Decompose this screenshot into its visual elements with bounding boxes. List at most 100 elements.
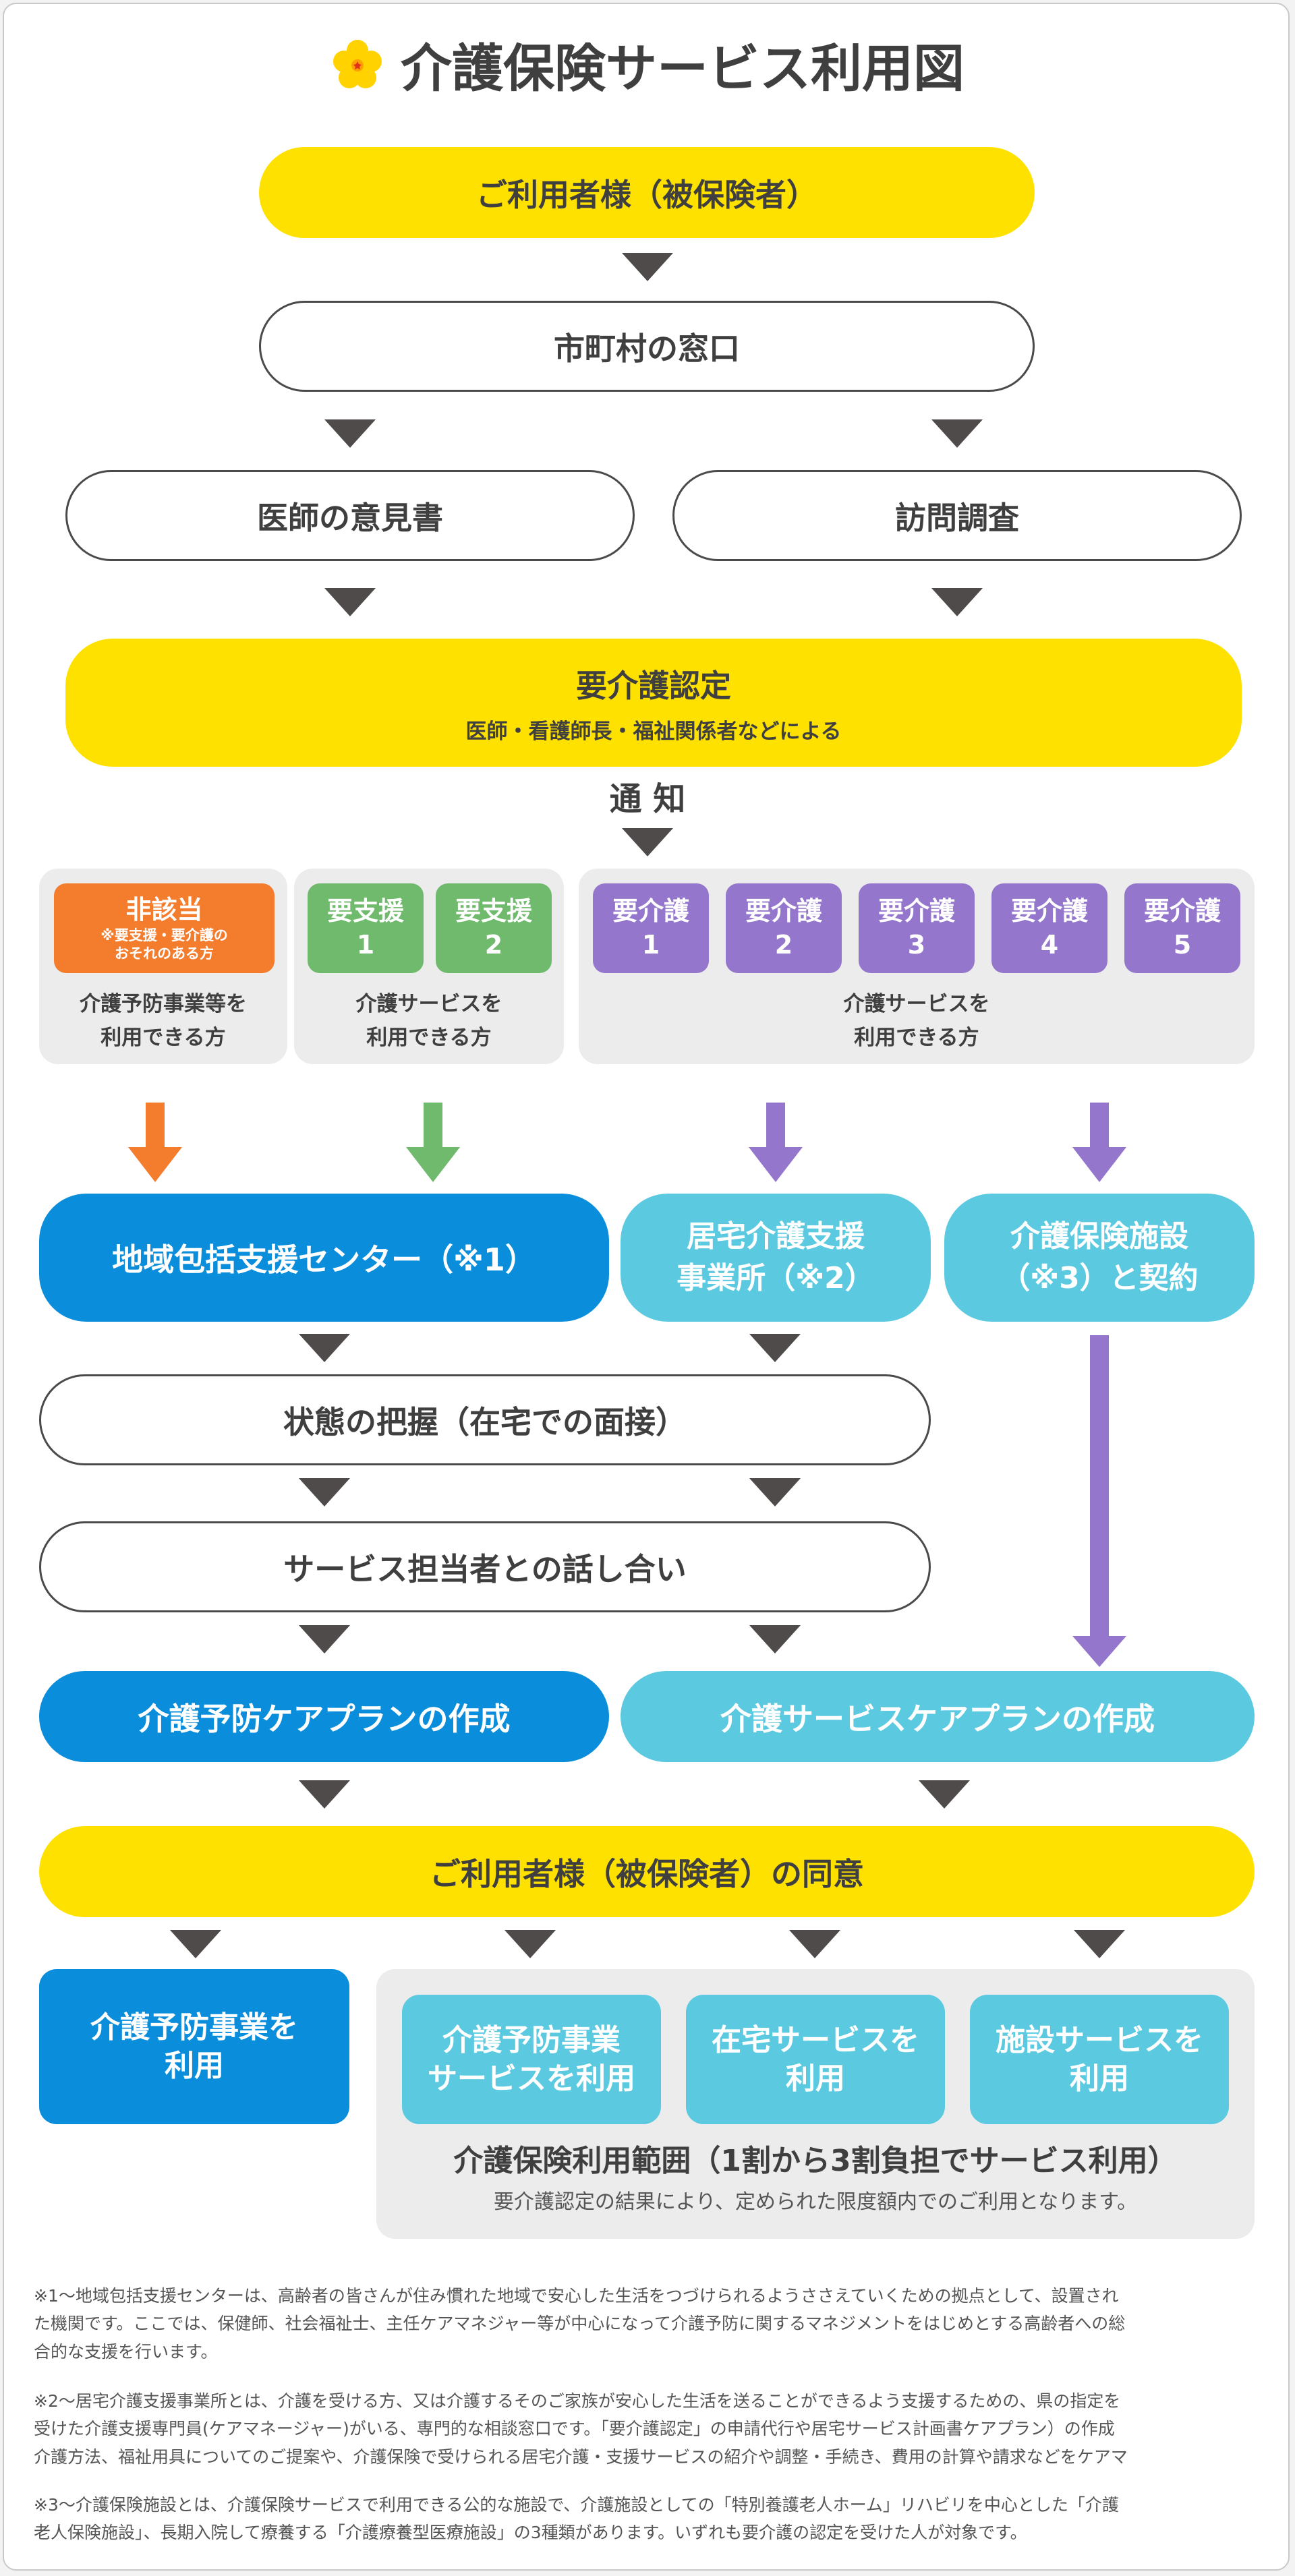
arrow-down: [919, 1780, 970, 1809]
user-box: ご利用者様（被保険者）: [259, 147, 1035, 238]
support-level-badge: 要支援 1: [308, 883, 424, 973]
notice-label: 通 知: [609, 780, 686, 818]
note-line: ※2〜居宅介護支援事業所とは、介護を受ける方、又は介護するそのご家族が安心した生…: [34, 2391, 1121, 2411]
note-line: ※1〜地域包括支援センターは、高齢者の皆さんが住み慣れた地域で安心した生活をつづ…: [34, 2286, 1119, 2306]
meeting-box: サービス担当者との話し合い: [39, 1521, 931, 1612]
badge-line: 3: [907, 929, 926, 960]
non-applicable-sub1: ※要支援・要介護の: [100, 927, 228, 943]
prevention-plan-box: 介護予防ケアプランの作成: [39, 1671, 609, 1762]
note-line: 老人保険施設」、長期入院して療養する「介護療養型医療施設」の3種類があります。い…: [34, 2523, 1027, 2543]
municipality-label: 市町村の窓口: [554, 330, 740, 367]
desc-line: 介護予防事業等を: [80, 992, 247, 1016]
badge-line: 要介護: [1143, 896, 1221, 927]
note-line: た機関です。ここでは、保健師、社会福祉士、主任ケアマネジャー等が中心になって介護…: [34, 2314, 1126, 2334]
arrow-down: [324, 588, 376, 616]
badge-line: 2: [774, 929, 793, 960]
care-level-badge: 要介護 2: [726, 883, 842, 973]
arrow-down: [749, 1334, 801, 1362]
consent-box: ご利用者様（被保険者）の同意: [39, 1826, 1255, 1917]
note-line: ※3〜介護保険施設とは、介護保険サービスで利用できる公的な施設で、介護施設として…: [34, 2495, 1119, 2515]
prev-service-line1: 介護予防事業: [442, 2022, 621, 2057]
user-label: ご利用者様（被保険者）: [476, 176, 817, 213]
assessment-box: 状態の把握（在宅での面接）: [39, 1374, 931, 1465]
desc-line: 利用できる方: [100, 1025, 226, 1050]
care-plan-box: 介護サービスケアプランの作成: [621, 1671, 1255, 1762]
prevention-project-box: 介護予防事業を 利用: [39, 1969, 349, 2124]
desc-line: 介護サービスを: [843, 992, 990, 1016]
range-sub: 要介護認定の結果により、定められた限度額内でのご利用となります。: [493, 2190, 1138, 2214]
footnote-3: ※3〜介護保険施設とは、介護保険サービスで利用できる公的な施設で、介護施設として…: [34, 2491, 1268, 2547]
flower-icon: [333, 40, 382, 88]
care-plan-label: 介護サービスケアプランの作成: [720, 1700, 1155, 1737]
visit-survey-label: 訪問調査: [895, 499, 1019, 536]
consent-label: ご利用者様（被保険者）の同意: [430, 1855, 864, 1892]
badge-line: 2: [484, 929, 503, 960]
care-level-badge: 要介護 4: [991, 883, 1107, 973]
home-service-line2: 利用: [786, 2061, 845, 2096]
desc-line: 利用できる方: [854, 1025, 979, 1050]
badge-line: 5: [1173, 929, 1192, 960]
page-title: 介護保険サービス利用図: [401, 38, 965, 98]
arrow-down: [505, 1930, 556, 1958]
care-desc: 介護サービスを 利用できる方: [579, 988, 1255, 1055]
prev-service-box: 介護予防事業 サービスを利用: [402, 1995, 661, 2124]
center-label: 地域包括支援センター（※1）: [112, 1241, 536, 1278]
desc-line: 介護サービスを: [355, 992, 502, 1016]
municipality-box: 市町村の窓口: [259, 301, 1035, 392]
home-service-box: 在宅サービスを 利用: [686, 1995, 945, 2124]
certification-label: 要介護認定: [576, 667, 731, 704]
prevention-project-line2: 利用: [165, 2049, 224, 2083]
support-desc: 介護サービスを 利用できる方: [294, 988, 564, 1055]
meeting-label: サービス担当者との話し合い: [283, 1550, 687, 1587]
note-line: 受けた介護支援専門員(ケアマネージャー)がいる、専門的な相談窓口です。「要介護認…: [34, 2419, 1115, 2439]
footnote-2: ※2〜居宅介護支援事業所とは、介護を受ける方、又は介護するそのご家族が安心した生…: [34, 2387, 1268, 2471]
visit-survey-box: 訪問調査: [672, 470, 1242, 561]
arrow-down: [299, 1625, 350, 1653]
purple-long-arrow: [1072, 1335, 1126, 1667]
facility-service-line1: 施設サービスを: [996, 2022, 1203, 2057]
facility-box: 介護保険施設 （※3）と契約: [944, 1194, 1255, 1322]
purple-arrow: [1072, 1103, 1126, 1182]
certification-sub: 医師・看護師長・福祉関係者などによる: [465, 719, 842, 744]
center-box: 地域包括支援センター（※1）: [39, 1194, 609, 1322]
home-care-line2: 事業所（※2）: [677, 1261, 875, 1295]
note-line: 合的な支援を行います。: [34, 2341, 218, 2362]
badge-line: 要支援: [326, 896, 404, 927]
arrow-down: [299, 1780, 350, 1809]
arrow-down: [749, 1625, 801, 1653]
arrow-down: [749, 1478, 801, 1506]
care-level-badge: 要介護 3: [859, 883, 975, 973]
arrow-down: [324, 419, 376, 448]
badge-line: 1: [641, 929, 660, 960]
prevention-plan-label: 介護予防ケアプランの作成: [138, 1700, 511, 1737]
facility-line1: 介護保険施設: [1010, 1219, 1188, 1254]
badge-line: 要支援: [455, 896, 532, 927]
arrow-down: [931, 588, 983, 616]
support-level-badge: 要支援 2: [436, 883, 552, 973]
badge-line: 要介護: [877, 896, 955, 927]
care-level-badge: 要介護 1: [593, 883, 709, 973]
title-row: 介護保険サービス利用図: [0, 27, 1295, 101]
prevention-project-line1: 介護予防事業を: [90, 2010, 298, 2045]
prev-service-line2: サービスを利用: [428, 2061, 635, 2096]
badge-line: 要介護: [612, 896, 689, 927]
doctor-opinion-box: 医師の意見書: [65, 470, 635, 561]
orange-arrow: [128, 1103, 182, 1182]
desc-line: 利用できる方: [366, 1025, 492, 1050]
care-level-badge: 要介護 5: [1124, 883, 1240, 973]
badge-line: 1: [356, 929, 375, 960]
certification-box: 要介護認定 医師・看護師長・福祉関係者などによる: [65, 639, 1242, 767]
footnote-1: ※1〜地域包括支援センターは、高齢者の皆さんが住み慣れた地域で安心した生活をつづ…: [34, 2282, 1268, 2366]
non-applicable-desc: 介護予防事業等を 利用できる方: [39, 988, 287, 1055]
arrow-down: [931, 419, 983, 448]
badge-line: 要介護: [1010, 896, 1088, 927]
facility-line2: （※3）と契約: [1000, 1261, 1199, 1295]
home-care-box: 居宅介護支援 事業所（※2）: [621, 1194, 931, 1322]
arrow-down: [789, 1930, 840, 1958]
non-applicable-title: 非該当: [125, 894, 203, 925]
arrow-down: [622, 253, 673, 281]
facility-service-box: 施設サービスを 利用: [970, 1995, 1229, 2124]
home-service-line1: 在宅サービスを: [712, 2022, 919, 2057]
home-care-line1: 居宅介護支援: [687, 1219, 865, 1254]
arrow-down: [1074, 1930, 1125, 1958]
